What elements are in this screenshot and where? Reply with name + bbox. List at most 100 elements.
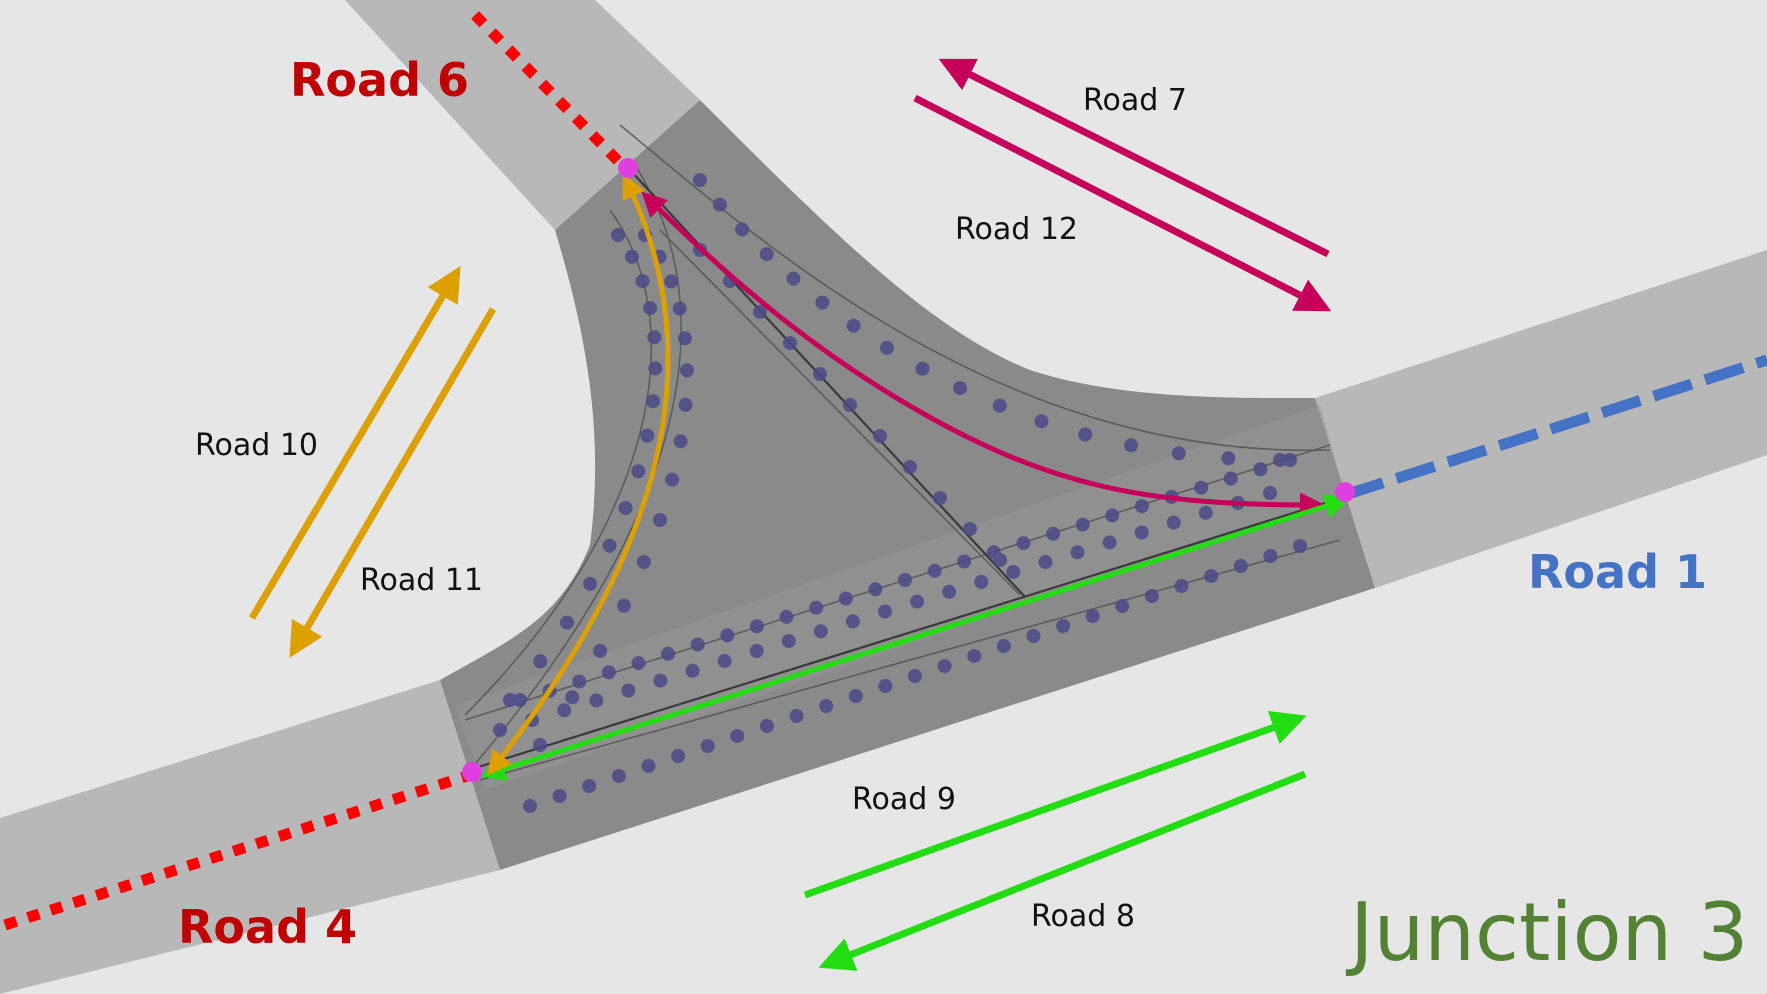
waypoint-dot [1263,549,1278,563]
road-4-dotted-line [3,769,472,931]
road-1-strip [1315,250,1767,588]
waypoint-dot [759,719,774,733]
waypoint-dot [1253,462,1268,477]
waypoint-dot [942,584,957,599]
waypoint-dot [1144,589,1159,603]
waypoint-dot [617,598,631,613]
waypoint-dot [1085,609,1100,623]
waypoint-dot [678,331,692,346]
waypoint-dot [1221,451,1236,466]
arrow-road10 [248,265,461,620]
label-road6: Road 6 [290,53,469,107]
waypoint-dot [880,340,894,355]
waypoint-dot [503,693,517,707]
waypoint-dot [611,228,625,242]
waypoint-dot [838,591,853,606]
waypoint-dot [523,799,537,813]
waypoint-dot [868,582,883,597]
waypoint-dot [1171,446,1186,461]
waypoint-dot [680,363,694,378]
waypoint-dot [671,749,686,763]
waypoint-dot [1038,555,1053,570]
waypoint-dot [1056,619,1071,633]
waypoint-dot [533,738,547,752]
arrow-road11 [289,307,497,659]
waypoint-dot [1204,569,1219,583]
waypoint-dot [813,367,827,381]
waypoint-dot [652,513,667,528]
waypoint-dot [1075,517,1090,532]
label-road7: Road 7 [1083,83,1187,118]
node-road6 [618,158,638,178]
waypoint-dot [565,690,580,705]
waypoint-dot [845,614,860,629]
waypoint-dot [690,637,705,652]
waypoint-dot [635,274,650,289]
waypoint-dot [1105,508,1120,523]
road-1-dashed-line [1343,354,1767,501]
waypoint-dot [937,659,952,673]
waypoint-dot [631,464,646,479]
waypoint-dot [1223,471,1238,486]
waypoint-dot [1124,438,1139,453]
waypoint-dot [618,501,633,516]
waypoint-dot [631,656,646,671]
waypoint-dot [1134,525,1149,540]
waypoint-dot [908,669,922,683]
label-road1: Road 1 [1528,545,1707,599]
waypoint-dot [678,397,693,412]
waypoint-dot [910,594,925,609]
waypoint-dot [720,628,735,643]
waypoint-dot [1233,559,1248,573]
waypoint-dot [661,646,676,661]
waypoint-dot [589,693,604,708]
waypoint-dot [873,429,887,443]
waypoint-dot [1273,453,1287,467]
waypoint-dot [903,460,917,474]
waypoint-dot [843,398,857,412]
waypoint-dot [641,759,656,773]
waypoint-dot [749,644,764,658]
node-road1 [1335,482,1355,502]
waypoint-dot [664,274,679,289]
waypoint-dot [846,318,861,333]
waypoint-dot [927,563,942,578]
junction-title: Junction 3 [1345,886,1749,979]
waypoint-dot [1263,486,1277,500]
waypoint-dot [993,553,1007,567]
waypoint-dot [601,665,616,680]
waypoint-dot [533,654,548,669]
arrow-road12 [913,94,1332,312]
waypoint-dot [647,330,662,345]
waypoint-dot [1174,579,1189,593]
waypoint-dot [996,639,1011,653]
waypoint-dot [848,689,863,703]
waypoint-dot [783,336,797,350]
waypoint-dot [621,683,636,698]
waypoint-dot [786,271,801,286]
waypoint-dot [560,615,574,630]
waypoint-dot [789,709,804,723]
waypoint-dot [953,381,968,396]
road-4-strip [0,680,500,994]
waypoint-dot [878,604,892,619]
waypoint-dot [730,729,745,743]
arrow-road7 [938,58,1330,258]
waypoint-dot [673,434,688,449]
waypoint-dot [1194,480,1209,495]
label-road8: Road 8 [1031,899,1135,934]
waypoint-dot [1102,535,1117,550]
waypoint-dot [552,789,567,803]
waypoint-dot [1034,414,1049,429]
waypoint-dot [493,723,507,737]
waypoint-dot [653,673,668,688]
waypoint-dot [1070,545,1085,560]
waypoint-dot [1198,505,1213,520]
route-road10-curve [486,173,671,776]
waypoint-dot [1115,599,1130,613]
label-road12: Road 12 [955,212,1078,247]
waypoint-dot [749,619,764,634]
waypoint-dot [735,222,750,237]
label-road4: Road 4 [178,900,357,954]
